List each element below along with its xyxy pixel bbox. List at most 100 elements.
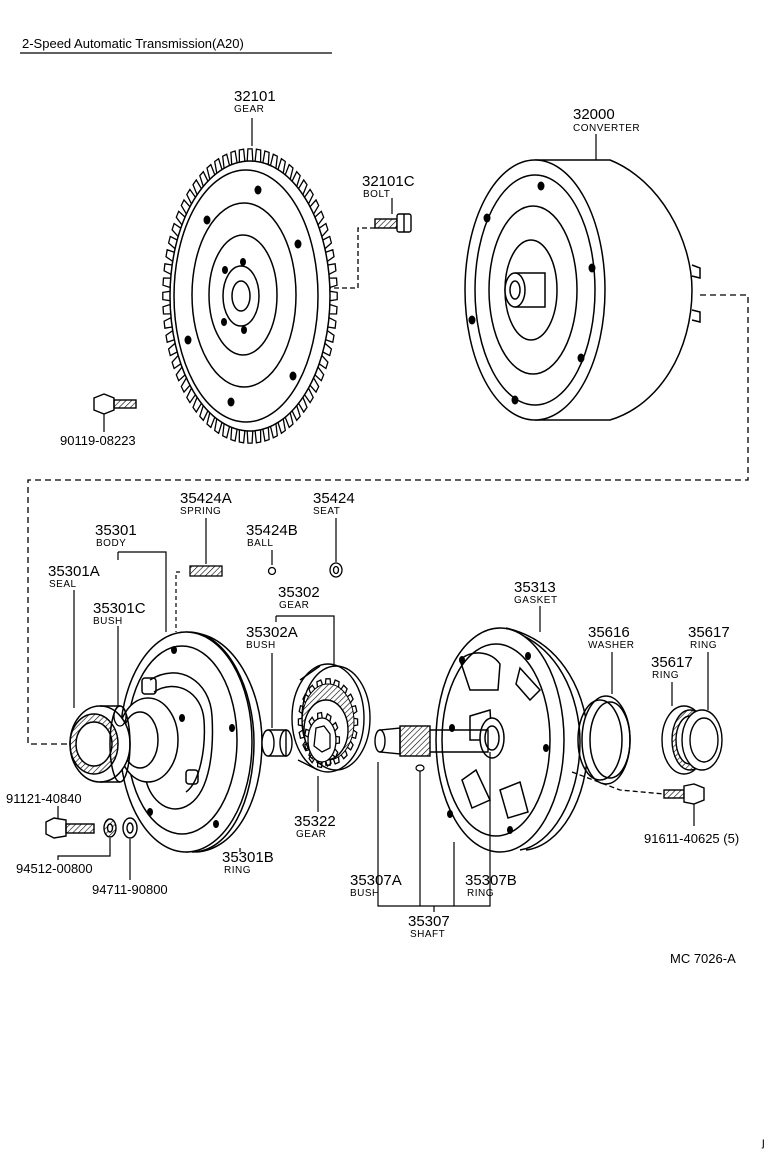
svg-text:35301: 35301 xyxy=(95,522,137,539)
svg-text:35301A: 35301A xyxy=(48,563,100,580)
svg-text:GEAR: GEAR xyxy=(234,104,264,115)
svg-text:BODY: BODY xyxy=(96,538,126,549)
svg-text:SPRING: SPRING xyxy=(180,506,221,517)
leader-35302 xyxy=(275,615,335,664)
callout-91121-40840: 91121-40840 xyxy=(6,791,82,806)
callout-35616: 35616 WASHER xyxy=(588,624,635,651)
callout-94512-00800: 94512-00800 xyxy=(16,861,93,876)
outer-gear-teeth-path xyxy=(297,678,359,766)
gear-35322-part xyxy=(304,711,341,769)
dashed-leader-bolt xyxy=(330,227,375,289)
callout-35307: 35307 SHAFT xyxy=(408,913,450,940)
bolt-91121-part xyxy=(45,817,95,839)
inner-gear-teeth-path xyxy=(304,711,341,769)
svg-text:32101C: 32101C xyxy=(362,173,415,190)
callout-32101c: 32101C BOLT xyxy=(362,173,415,200)
leader-94512 xyxy=(57,838,111,860)
svg-text:35301B: 35301B xyxy=(222,849,274,866)
svg-text:BALL: BALL xyxy=(247,538,273,549)
washer-94711-part xyxy=(122,817,138,839)
svg-text:94711-90800: 94711-90800 xyxy=(92,882,168,897)
diagram-code: MC 7026-A xyxy=(670,951,736,966)
svg-text:35424: 35424 xyxy=(313,490,355,507)
callout-94711-90800: 94711-90800 xyxy=(92,882,168,897)
callout-35424: 35424 SEAT xyxy=(313,490,355,517)
seal-35301A-part xyxy=(69,705,131,783)
callout-35301: 35301 BODY xyxy=(95,522,137,549)
svg-text:35302A: 35302A xyxy=(246,624,298,641)
svg-text:35307: 35307 xyxy=(408,913,450,930)
callout-35617-lower: 35617 RING xyxy=(651,654,693,681)
svg-text:32101: 32101 xyxy=(234,88,276,105)
svg-text:35617: 35617 xyxy=(651,654,693,671)
callout-32101: 32101 GEAR xyxy=(234,88,276,115)
washer-94512-part xyxy=(103,818,117,838)
svg-text:BUSH: BUSH xyxy=(350,888,380,899)
svg-text:RING: RING xyxy=(652,670,679,681)
dashed-assembly-line xyxy=(27,294,749,745)
callout-32000: 32000 CONVERTER xyxy=(573,106,640,134)
svg-text:GEAR: GEAR xyxy=(279,600,309,611)
washer-35616-part xyxy=(577,695,631,785)
svg-text:GASKET: GASKET xyxy=(514,595,558,606)
bush-35301C-part xyxy=(113,705,127,727)
svg-text:35302: 35302 xyxy=(278,584,320,601)
svg-text:CONVERTER: CONVERTER xyxy=(573,123,640,134)
svg-text:90119-08223: 90119-08223 xyxy=(60,433,136,448)
ball-35424B-part xyxy=(267,566,277,576)
svg-text:35313: 35313 xyxy=(514,579,556,596)
pump-body-part xyxy=(117,631,263,853)
bolt-91611-part xyxy=(663,783,705,805)
svg-text:35307A: 35307A xyxy=(350,872,402,889)
svg-text:GEAR: GEAR xyxy=(296,829,326,840)
svg-text:RING: RING xyxy=(690,640,717,651)
ring-35617-part xyxy=(661,705,723,775)
svg-text:32000: 32000 xyxy=(573,106,615,123)
corner-mark: ȷ xyxy=(761,1135,765,1149)
svg-text:SEAL: SEAL xyxy=(49,579,77,590)
svg-text:BUSH: BUSH xyxy=(93,616,123,627)
svg-text:35617: 35617 xyxy=(688,624,730,641)
svg-text:WASHER: WASHER xyxy=(588,640,635,651)
bush-35302A-part xyxy=(261,729,293,757)
bolt-32101C-part xyxy=(374,213,412,233)
svg-text:35322: 35322 xyxy=(294,813,336,830)
callout-35322: 35322 GEAR xyxy=(294,813,336,840)
svg-text:91121-40840: 91121-40840 xyxy=(6,791,82,806)
svg-text:35307B: 35307B xyxy=(465,872,517,889)
pump-cover-part xyxy=(435,627,589,853)
spring-35424A-part xyxy=(189,565,223,577)
gear-teeth-path xyxy=(162,148,338,444)
callout-35301c: 35301C BUSH xyxy=(93,600,146,627)
svg-text:BUSH: BUSH xyxy=(246,640,276,651)
svg-text:94512-00800: 94512-00800 xyxy=(16,861,93,876)
shaft-35307-part xyxy=(374,725,489,757)
callout-35424b: 35424B BALL xyxy=(246,522,298,549)
svg-text:91611-40625 (5): 91611-40625 (5) xyxy=(644,831,739,846)
svg-text:35616: 35616 xyxy=(588,624,630,641)
svg-text:RING: RING xyxy=(467,888,494,899)
bush-35307A-part xyxy=(415,764,425,772)
callout-35307a: 35307A BUSH xyxy=(350,872,402,899)
bolt-90119-part xyxy=(93,393,137,415)
callout-90119-08223: 90119-08223 xyxy=(60,433,136,448)
svg-text:SEAT: SEAT xyxy=(313,506,340,517)
callout-35302a: 35302A BUSH xyxy=(246,624,298,651)
callout-35424a: 35424A SPRING xyxy=(180,490,232,517)
callout-35301b: 35301B RING xyxy=(222,849,274,876)
seat-35424-part xyxy=(329,562,343,578)
callout-35302: 35302 GEAR xyxy=(278,584,320,611)
ring-gear-part xyxy=(162,148,338,444)
svg-text:35424B: 35424B xyxy=(246,522,298,539)
svg-text:SHAFT: SHAFT xyxy=(410,929,445,940)
svg-text:35301C: 35301C xyxy=(93,600,146,617)
diagram-title: 2-Speed Automatic Transmission(A20) xyxy=(22,36,244,51)
callout-35313: 35313 GASKET xyxy=(514,579,558,606)
svg-text:BOLT: BOLT xyxy=(363,189,390,200)
converter-part xyxy=(464,159,701,421)
dashed-leader-91611 xyxy=(571,771,665,795)
callout-35617-upper: 35617 RING xyxy=(688,624,730,651)
svg-text:RING: RING xyxy=(224,865,251,876)
leader-35301 xyxy=(117,551,167,632)
